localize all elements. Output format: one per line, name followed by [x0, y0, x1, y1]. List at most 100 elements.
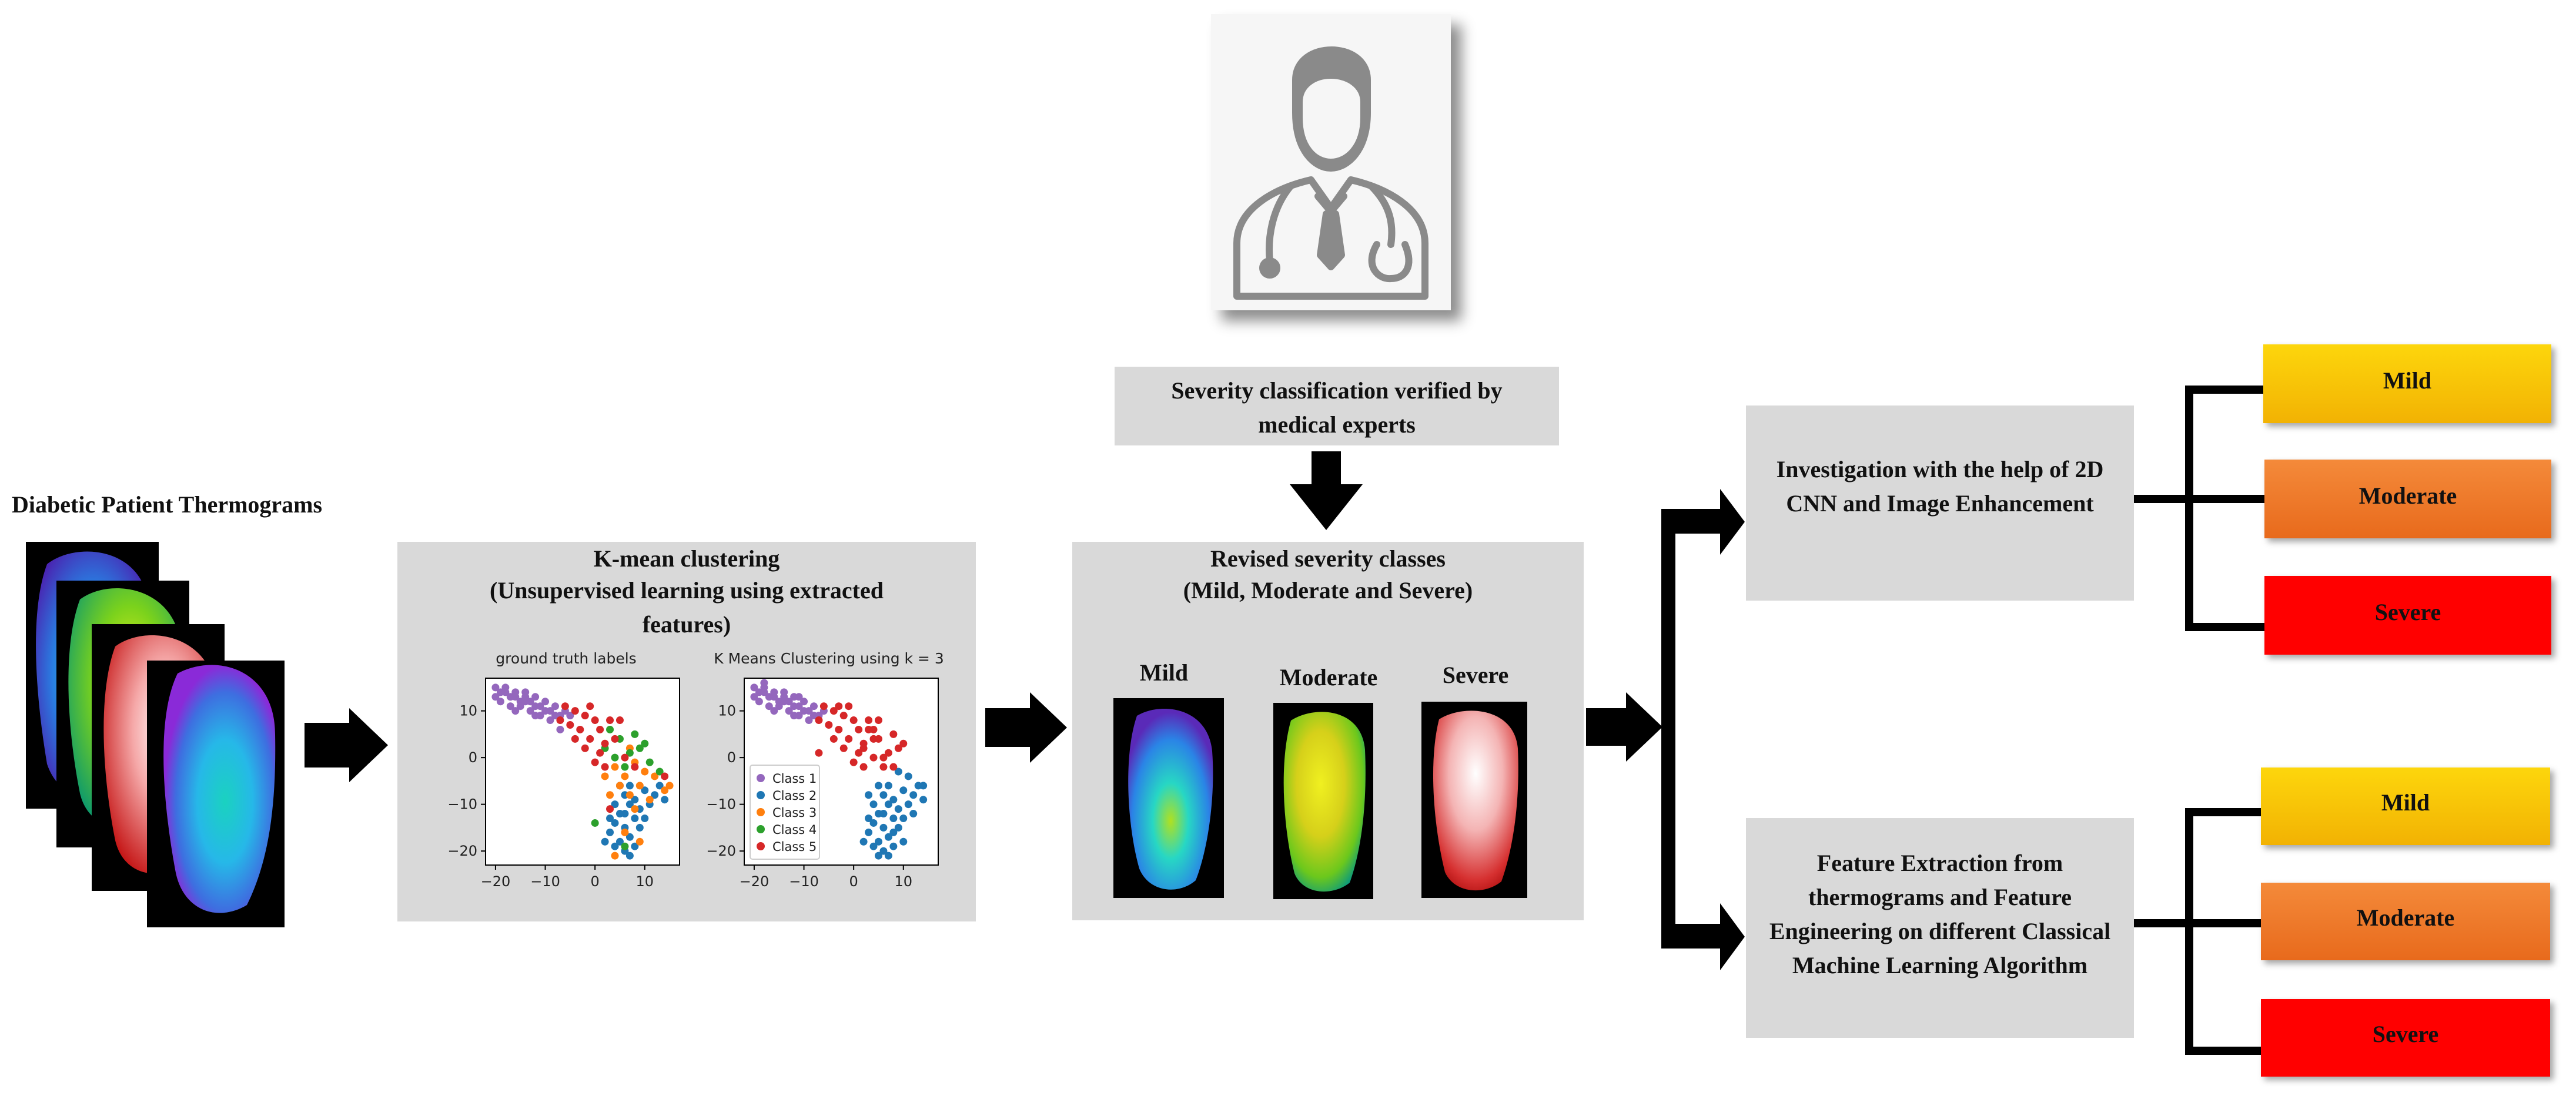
- data-point: [855, 725, 863, 733]
- data-point: [879, 823, 888, 832]
- data-point: [625, 749, 634, 757]
- data-point: [581, 712, 589, 720]
- doctor-card: [1211, 14, 1451, 310]
- data-point: [785, 707, 793, 715]
- data-point: [615, 782, 624, 790]
- data-point: [635, 823, 644, 832]
- data-point: [631, 842, 639, 850]
- x-tick-label: −20: [740, 873, 770, 890]
- data-point: [904, 800, 912, 809]
- fork-branch: [1661, 924, 1726, 949]
- data-point: [889, 796, 898, 804]
- plot-area: [485, 678, 680, 866]
- data-point: [645, 796, 654, 804]
- output-label: Mild: [2383, 367, 2432, 394]
- data-point: [606, 805, 614, 813]
- legend-marker: [757, 842, 765, 850]
- data-point: [661, 796, 669, 804]
- data-point: [491, 693, 500, 701]
- data-point: [809, 702, 818, 710]
- ml-feature-box: [1746, 818, 2134, 1038]
- data-point: [556, 716, 564, 725]
- data-point: [586, 702, 594, 710]
- output-severe-bottom: Severe: [2261, 999, 2550, 1077]
- data-point: [635, 744, 644, 752]
- data-point: [556, 725, 564, 733]
- data-point: [546, 707, 554, 715]
- data-point: [760, 679, 768, 687]
- plot1-title: ground truth labels: [496, 650, 637, 667]
- data-point: [621, 763, 629, 771]
- data-point: [869, 819, 878, 827]
- data-point: [516, 702, 524, 710]
- data-point: [581, 744, 589, 752]
- data-point: [561, 702, 569, 710]
- x-tick-label: 10: [635, 873, 654, 890]
- legend-marker: [757, 791, 765, 799]
- data-point: [859, 837, 868, 846]
- arrow-right-icon: [985, 692, 1067, 763]
- data-point: [611, 852, 619, 860]
- cnn-investigation-label: Investigation with the help of 2D CNN an…: [1776, 456, 2104, 517]
- data-point: [899, 837, 908, 846]
- data-point: [591, 819, 599, 827]
- data-point: [869, 753, 878, 762]
- data-point: [800, 698, 808, 706]
- data-point: [621, 828, 629, 836]
- data-point: [869, 800, 878, 809]
- x-tick-label: −20: [481, 873, 511, 890]
- data-point: [641, 786, 649, 795]
- data-point: [755, 698, 763, 706]
- data-point: [765, 702, 773, 710]
- data-point: [621, 753, 629, 762]
- fork-line: [1661, 509, 1675, 949]
- data-point: [526, 707, 534, 715]
- legend-label: Class 1: [772, 772, 817, 786]
- data-point: [889, 815, 898, 822]
- data-point: [511, 688, 520, 696]
- data-point: [835, 725, 843, 733]
- data-point: [611, 842, 619, 850]
- data-point: [899, 786, 908, 795]
- data-point: [770, 707, 778, 715]
- data-point: [805, 707, 813, 715]
- data-point: [899, 815, 908, 822]
- output-moderate-bottom: Moderate: [2261, 883, 2550, 960]
- arrow-right-icon: [305, 708, 388, 782]
- data-point: [546, 716, 554, 725]
- thermogram-moderate: [1273, 703, 1373, 899]
- data-point: [631, 815, 639, 822]
- output-label: Severe: [2372, 1021, 2439, 1047]
- x-tick-label: −10: [530, 873, 560, 890]
- cnn-investigation-box: [1746, 405, 2134, 601]
- clustering-title-line1: K-mean clustering: [593, 545, 780, 572]
- output-spine: [2185, 386, 2193, 631]
- data-point: [531, 693, 540, 701]
- data-point: [496, 698, 504, 706]
- data-point: [849, 716, 858, 725]
- output-label: Moderate: [2358, 482, 2457, 509]
- data-point: [884, 800, 892, 809]
- data-point: [621, 772, 629, 780]
- data-point: [845, 735, 853, 743]
- legend-label: Class 4: [772, 823, 817, 837]
- data-point: [615, 716, 624, 725]
- legend-label: Class 5: [772, 840, 817, 854]
- revised-title-line1: Revised severity classes: [1210, 545, 1446, 572]
- data-point: [596, 749, 604, 757]
- thermogram-severe: [1421, 702, 1527, 898]
- data-point: [661, 772, 669, 780]
- output-mild-bottom: Mild: [2261, 768, 2550, 845]
- y-tick-label: −10: [447, 796, 477, 813]
- data-point: [889, 730, 898, 738]
- data-point: [625, 800, 634, 809]
- data-point: [501, 683, 510, 692]
- data-point: [606, 716, 614, 725]
- data-point: [645, 758, 654, 766]
- data-point: [531, 712, 540, 720]
- data-point: [785, 698, 793, 706]
- data-point: [661, 786, 669, 795]
- data-point: [615, 837, 624, 846]
